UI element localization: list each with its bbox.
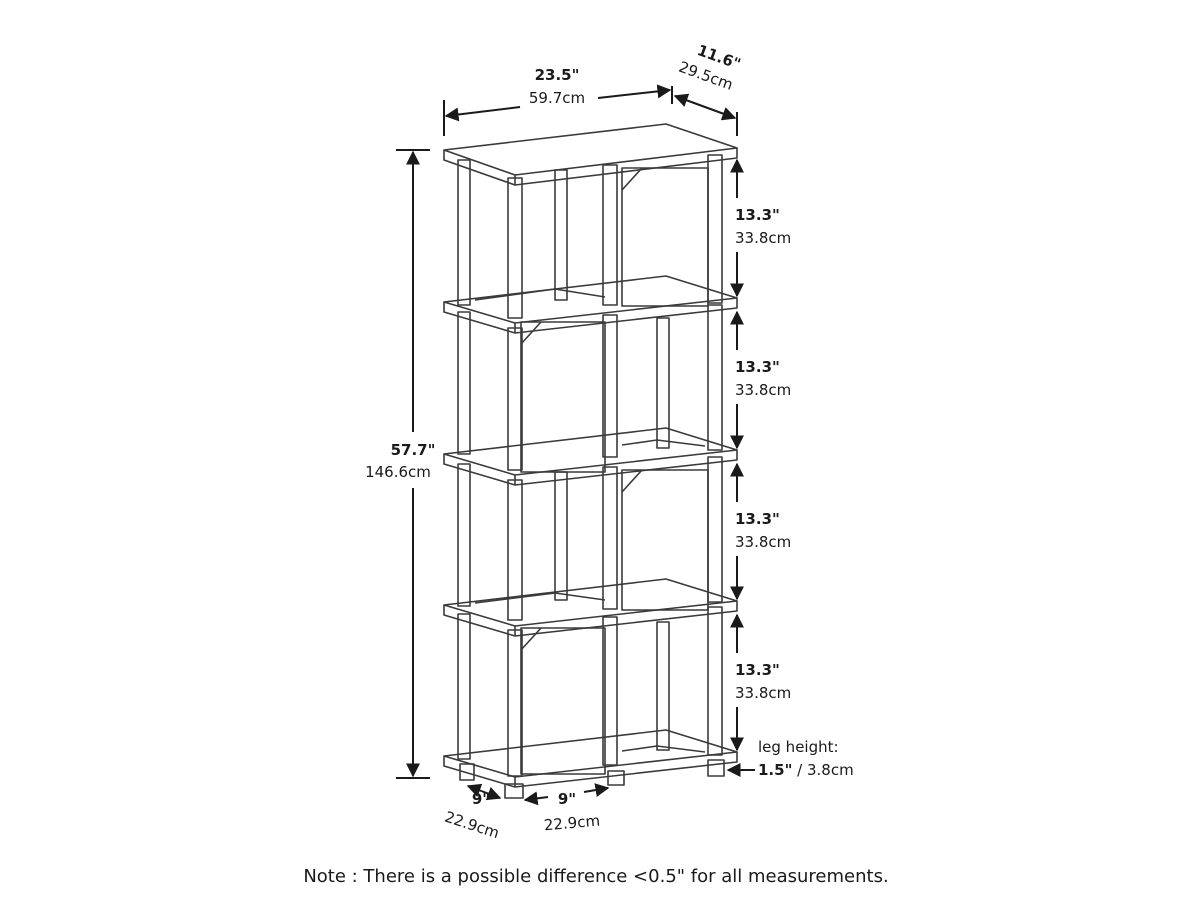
leg-height-label: leg height: 1.5" / 3.8cm — [758, 738, 854, 779]
cube-width-label: 9" 22.9cm — [543, 790, 601, 834]
shelf-height-metric: 33.8cm — [735, 229, 791, 247]
shelf-height-metric: 33.8cm — [735, 381, 791, 399]
shelf-height-imperial: 13.3" — [735, 661, 780, 679]
height-label: 57.7" 146.6cm — [365, 441, 435, 481]
shelf-height-label-1: 13.3" 33.8cm — [735, 206, 791, 247]
leg-height-imperial: 1.5" — [758, 761, 792, 779]
legs — [459, 759, 725, 799]
shelf-height-metric: 33.8cm — [735, 684, 791, 702]
svg-text:1.5" / 3.8cm: 1.5" / 3.8cm — [758, 761, 854, 779]
bookshelf-illustration — [443, 123, 738, 799]
width-label: 23.5" 59.7cm — [529, 66, 585, 107]
cube-width-imperial: 9" — [558, 790, 576, 808]
measurement-note: Note : There is a possible difference <0… — [303, 866, 888, 887]
shelf-height-imperial: 13.3" — [735, 510, 780, 528]
width-metric: 59.7cm — [529, 89, 585, 107]
height-metric: 146.6cm — [365, 463, 431, 481]
front-posts — [457, 154, 723, 777]
shelf-height-label-3: 13.3" 33.8cm — [735, 510, 791, 551]
shelf-height-imperial: 13.3" — [735, 206, 780, 224]
height-imperial: 57.7" — [391, 441, 436, 459]
shelf-height-label-2: 13.3" 33.8cm — [735, 358, 791, 399]
width-imperial: 23.5" — [535, 66, 580, 84]
dimension-lines — [396, 84, 755, 806]
cube-width-metric: 22.9cm — [543, 812, 601, 835]
inner-shelf-lines — [474, 288, 706, 753]
leg-height-caption: leg height: — [758, 738, 839, 756]
depth-label: 11.6" 29.5cm — [676, 41, 743, 94]
cube-depth-label: 9" 22.9cm — [442, 790, 501, 842]
shelf-boards — [443, 123, 738, 788]
leg-height-metric: / 3.8cm — [792, 761, 853, 779]
cube-depth-imperial: 9" — [472, 790, 490, 808]
shelf-height-label-4: 13.3" 33.8cm — [735, 661, 791, 702]
shelf-height-metric: 33.8cm — [735, 533, 791, 551]
shelf-height-imperial: 13.3" — [735, 358, 780, 376]
cube-depth-metric: 22.9cm — [442, 808, 501, 843]
